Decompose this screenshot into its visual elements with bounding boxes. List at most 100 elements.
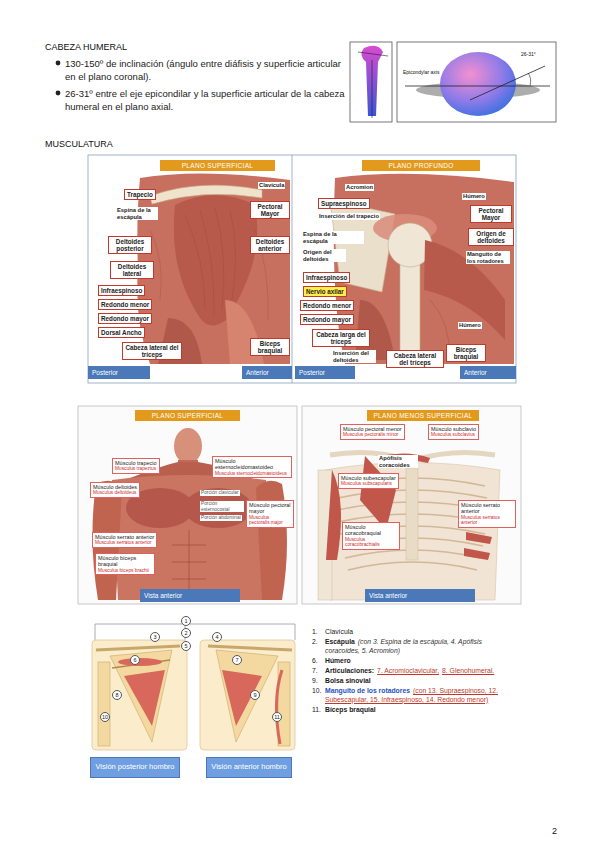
box-text: Redondo menor [101, 301, 149, 308]
box-text: Músculo pectoral mayor [249, 502, 291, 515]
box-text: Músculo serrato anterior [461, 502, 513, 515]
portion-label: Porción abdominal [200, 515, 242, 521]
muscle-label-box: Infraespinoso [98, 285, 145, 296]
muscle-label-box: Deltoides anterior [250, 236, 290, 254]
box-text: Deltoides posterior [111, 238, 149, 252]
list-text: Clavícula [325, 628, 353, 635]
shoulder-superficial-muscles [137, 173, 290, 364]
plane-header: PLANO PROFUNDO [362, 160, 480, 171]
muscle-label-box: Músculo esternocleidomastoideoMusculus s… [212, 456, 292, 478]
muscle-label-box: Redondo menor [300, 300, 354, 311]
shoulder-superficial-muscles-part [185, 208, 236, 315]
box-text: Cabeza lateral del tríceps [125, 344, 179, 358]
key-list-item: 6.Húmero [312, 657, 518, 666]
box-text: Músculo subescapular [341, 475, 396, 481]
muscle-label-box: Redondo mayor [98, 313, 152, 324]
box-text: Músculo trapecio [115, 460, 157, 466]
key-list-item: 2.Escápula(con 3. Espina de la escápula,… [312, 638, 518, 655]
muscle-label-box: Músculo pectoral mayorMusculus pectorali… [246, 500, 294, 528]
latin-name: Musculus sternocleidomastoideus [215, 471, 289, 477]
part-label: Clavícula [258, 182, 285, 189]
part-label: Apófisis coracoides [378, 455, 418, 468]
shoulder-schematic [92, 624, 295, 750]
shoulder-superficial-muscles-part [174, 195, 258, 326]
part-label: Espina de la escápula [116, 207, 158, 220]
humeral-head-figure-part [528, 73, 531, 86]
muscle-label-box: Músculo bíceps braquialMusculus biceps b… [95, 553, 155, 575]
latin-name: Musculus serratus anterior [461, 515, 513, 526]
box-text: Posterior [92, 369, 146, 376]
panel-frames-part [88, 155, 516, 383]
shoulder-schematic-part [124, 670, 165, 726]
box-text: Cabeza lateral del tríceps [389, 352, 441, 366]
bullet-text: 130-150º de inclinación (ángulo entre di… [65, 57, 347, 83]
list-text: 7. Acromioclavicular, [377, 667, 439, 674]
list-text: Bíceps braquial [325, 706, 376, 713]
callout-number: 5 [181, 641, 191, 651]
torso-superficial-figure-part [174, 428, 202, 464]
shoulder-superficial-muscles-part [150, 185, 262, 204]
latin-name: Musculus pectoralis minor [343, 432, 402, 438]
box-text: Deltoides anterior [253, 238, 287, 252]
muscle-label-box: Músculo serrato anteriorMusculus serratu… [92, 532, 157, 548]
box-text: Redondo mayor [101, 315, 149, 322]
box-text: Pectoral Mayor [253, 203, 287, 217]
torso-superficial-figure-part [172, 530, 206, 598]
humeral-head-figure-part [397, 42, 556, 122]
torso-superficial-figure-part [256, 481, 287, 600]
list-number: 10. [312, 687, 321, 696]
portion-label: Porción esternocostal [200, 501, 244, 512]
latin-name: Musculus trapezius [115, 466, 157, 472]
shoulder-schematic-part [110, 650, 172, 742]
shoulder-schematic-part [216, 650, 278, 742]
box-text: Nervio axilar [306, 288, 344, 295]
bullet-text: 26-31º entre el eje epicondilar y la sup… [65, 87, 347, 113]
box-text: Infraespinoso [101, 287, 142, 294]
shoulder-schematic-part [96, 646, 180, 650]
shoulder-deep-muscles-part [400, 255, 420, 360]
box-text: Deltoides lateral [113, 263, 151, 277]
callout-number: 8 [112, 690, 122, 700]
part-label: Húmero [458, 322, 482, 329]
view-box: Visión posterior hombro [90, 757, 180, 778]
panel-frames-part [78, 406, 297, 604]
box-text: Supraespinoso [321, 200, 367, 207]
callout-number: 3 [150, 632, 160, 642]
key-list-item: 10.Manguito de los rotadores(con 13. Sup… [312, 687, 518, 704]
portion-label: Porción clavicular [200, 490, 240, 496]
shoulder-schematic-part [276, 670, 282, 744]
list-number: 6. [312, 657, 318, 666]
box-text: Cabeza larga del tríceps [315, 331, 367, 345]
muscle-label-box: Músculo subescapularMusculus subscapular… [338, 473, 399, 489]
torso-deep-figure-part [325, 463, 500, 601]
muscle-label-box: Bíceps braquial [446, 344, 486, 362]
box-text: Trapecio [127, 191, 153, 198]
panel-frames-part [302, 406, 521, 604]
muscle-label-box: Bíceps braquial [250, 338, 290, 356]
shoulder-schematic-part [98, 662, 110, 746]
callout-number: 7 [232, 655, 242, 665]
muscle-label-box: Redondo mayor [300, 314, 354, 325]
list-number: 2. [312, 638, 318, 647]
muscle-label-box: Cabeza lateral del tríceps [122, 342, 182, 360]
muscle-label-box: Músculo serrato anteriorMusculus serratu… [458, 500, 516, 528]
list-number: 11. [312, 706, 321, 715]
part-label: Inserción del trapecio [318, 213, 380, 220]
box-text: Dorsal Ancho [101, 329, 142, 336]
muscle-label-box: Pectoral Mayor [250, 201, 290, 219]
box-text: Vista anterior [369, 592, 471, 599]
latin-name: Musculus subscapularis [341, 481, 396, 487]
muscle-label-box: Supraespinoso [318, 198, 370, 209]
box-text: Redondo mayor [303, 316, 351, 323]
box-text: Músculo bíceps braquial [98, 555, 152, 568]
key-list-item: 7.Articulaciones:7. Acromioclavicular,8.… [312, 667, 518, 676]
box-text: PLANO SUPERFICIAL [162, 162, 273, 169]
callout-number: 1 [181, 616, 191, 626]
part-label: Espina de la escápula [302, 231, 364, 244]
latin-name: Musculus coracobrachialis [345, 537, 397, 548]
humeral-head-figure-part [405, 86, 550, 87]
shoulder-schematic-part [208, 646, 292, 650]
callout-number: 2 [181, 628, 191, 638]
shoulder-schematic-part [95, 624, 295, 640]
latin-name: Musculus serratus anterior [95, 540, 154, 546]
